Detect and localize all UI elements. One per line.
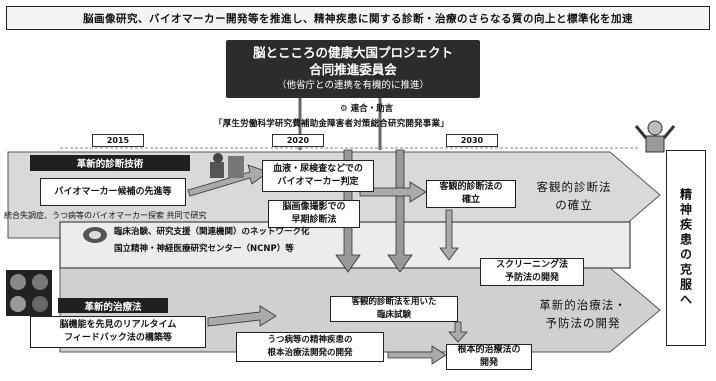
network-line-2: 国立精神・神経医療研究センター（NCNP）等 xyxy=(114,244,294,254)
project-label: 「厚生労働科学研究費補助金障害者対策総合研究開発事業」 xyxy=(214,119,449,129)
lower-category-label: 革新的治療法 xyxy=(58,298,168,313)
final-goal-text: 精神疾患の克服へ xyxy=(678,188,693,308)
objective-diagnosis-box: 客観的診断法の 確立 xyxy=(426,180,516,208)
brain-scan-icon xyxy=(6,270,52,316)
overcome-disease-box: 精神疾患の克服へ xyxy=(666,150,706,346)
upper-band-arrow xyxy=(7,151,661,239)
network-line-1: 臨床治験、研究支援（関連機関）のネットワーク化 xyxy=(114,227,310,237)
upper-goal-text: 客観的診断法 の確立 xyxy=(536,180,612,212)
upper-category-label: 革新的診断技術 xyxy=(30,155,190,171)
realtime-feedback-box: 脳機能を先見のリアルタイム フィードバック法の構築等 xyxy=(30,316,206,348)
committee-note: （他省庁との連携を有機的に推進） xyxy=(277,80,429,91)
banner-title: 脳画像研究、バイオマーカー開発等を推進し、精神疾患に関する診断・治療のさらなる質… xyxy=(6,6,710,30)
network-icon xyxy=(82,226,108,244)
committee-subtitle: 合同推進委員会 xyxy=(309,62,397,77)
clinical-trial-box: 客観的診断法を用いた 臨床試験 xyxy=(330,296,458,322)
year-2015: 2015 xyxy=(92,134,144,147)
radical-treatment-box: 根本的治療法の 開発 xyxy=(446,344,532,370)
link-icon: ⚙ xyxy=(340,104,351,114)
cooperation-label: ⚙ 連合・助言 xyxy=(340,104,394,114)
depression-treatment-box: うつ病等の精神疾患の 根本治療法開発の開発 xyxy=(236,332,384,362)
screening-prevention-box: スクリーニング法 予防法の開発 xyxy=(480,258,584,286)
biomarker-candidate-box: バイオマーカー候補の先進等 xyxy=(40,178,186,206)
committee-title: 脳とこころの健康大国プロジェクト xyxy=(252,45,453,60)
joint-committee-box: 脳とこころの健康大国プロジェクト 合同推進委員会 （他省庁との連携を有機的に推進… xyxy=(226,40,480,98)
blood-urine-biomarker-box: 血液・尿検査などでの バイオマーカー判定 xyxy=(262,160,374,192)
year-2020: 2020 xyxy=(272,134,324,147)
lab-instrument-icon xyxy=(206,150,250,180)
brain-imaging-early-box: 脳画像撮影での 早期診断法 xyxy=(268,200,360,228)
person-icon xyxy=(632,118,678,156)
upper-note: 統合失調症、うつ病等のバイオマーカー探索 共同で研究 xyxy=(4,211,207,220)
year-2030: 2030 xyxy=(446,134,498,147)
lower-goal-text: 革新的治療法・ 予防法の開発 xyxy=(539,298,627,330)
